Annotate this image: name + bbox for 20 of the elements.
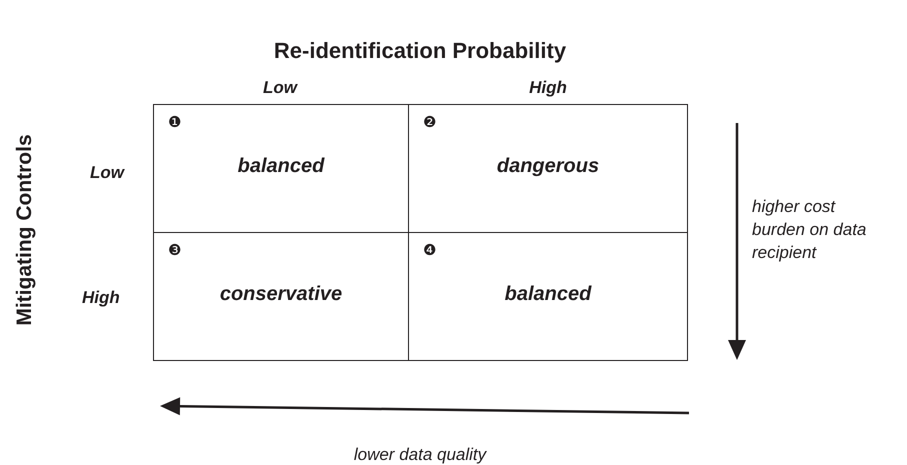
matrix-cell bbox=[153, 104, 409, 233]
quadrant-label: dangerous bbox=[496, 155, 600, 178]
matrix-cell bbox=[408, 232, 688, 361]
quadrant-number: ❸ bbox=[168, 243, 181, 259]
quadrant-number: ❹ bbox=[423, 243, 436, 259]
matrix-cell bbox=[153, 232, 409, 361]
column-header: Low bbox=[262, 78, 299, 98]
direction-note: lower data quality bbox=[352, 445, 488, 465]
quadrant-label: balanced bbox=[236, 155, 326, 178]
row-header: Low bbox=[90, 163, 124, 183]
quadrant-number: ❶ bbox=[168, 115, 181, 131]
quadrant-number: ❷ bbox=[423, 115, 436, 131]
chart-title: Re-identification Probability bbox=[272, 38, 568, 64]
quadrant-label: balanced bbox=[504, 283, 593, 306]
row-header: High bbox=[82, 288, 120, 308]
quadrant-label: conservative bbox=[218, 283, 344, 306]
direction-note: higher cost burden on data recipient bbox=[752, 196, 868, 264]
axis-title: Mitigating Controls bbox=[13, 133, 37, 328]
column-header: High bbox=[528, 78, 568, 98]
matrix-cell bbox=[408, 104, 688, 233]
